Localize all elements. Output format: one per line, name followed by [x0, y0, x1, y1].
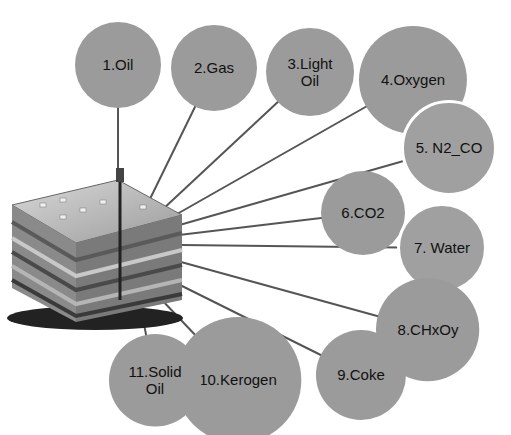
circle-shape: [109, 334, 202, 427]
topic-label: 8.CHxOy: [391, 321, 466, 338]
topic-circle: 2.Gas: [171, 25, 257, 111]
circle-shape: [266, 28, 354, 116]
topic-label: 6.CO2: [333, 204, 394, 221]
circle-shape: [403, 102, 496, 195]
topic-label: 3.Light Oil: [278, 55, 342, 90]
circle-shape: [316, 330, 406, 420]
rock-block: [7, 168, 183, 330]
topic-circle: 9.Coke: [316, 330, 406, 420]
topic-circle: 11.Solid Oil: [109, 334, 202, 427]
topic-circle: 6.CO2: [321, 171, 405, 255]
topic-circle: 7. Water: [397, 203, 487, 293]
topic-circle: 3.Light Oil: [266, 28, 354, 116]
topic-label: 11.Solid Oil: [121, 363, 188, 398]
circle-shape: [171, 25, 257, 111]
circle-shape: [75, 22, 161, 108]
topic-label: 5. N2_CO: [414, 139, 484, 156]
circle-shape: [399, 205, 486, 292]
topic-label: 4.Oxygen: [374, 71, 452, 88]
topic-circle: 5. N2_CO: [401, 100, 497, 196]
topic-circle: 1.Oil: [75, 22, 161, 108]
topic-label: 2.Gas: [183, 59, 245, 76]
topic-label: 10.Kerogen: [192, 371, 284, 388]
topic-label: 7. Water: [409, 239, 474, 256]
topic-label: 1.Oil: [87, 56, 149, 73]
topic-label: 9.Coke: [328, 366, 393, 383]
circle-shape: [321, 171, 405, 255]
